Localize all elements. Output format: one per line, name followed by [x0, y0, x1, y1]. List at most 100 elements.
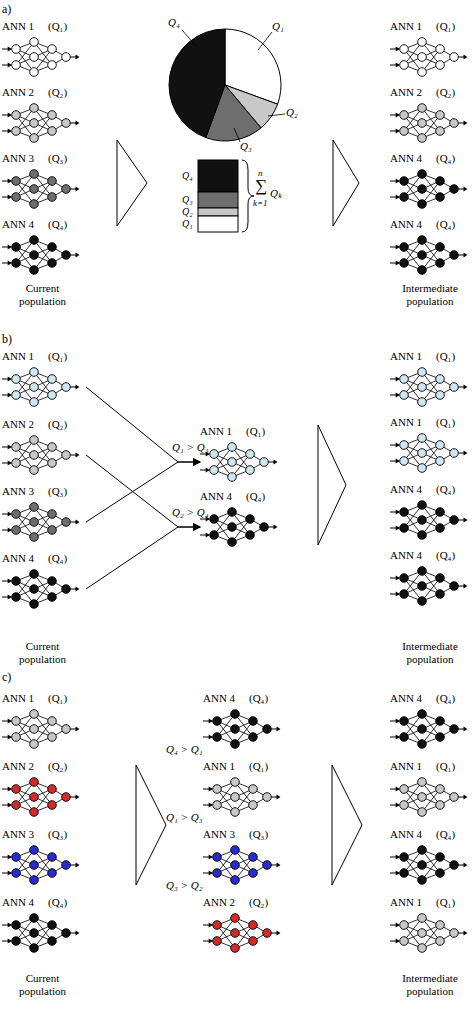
- neuron: [30, 266, 39, 275]
- neuron: [12, 593, 21, 602]
- neuron: [436, 61, 445, 70]
- neuron: [400, 524, 409, 533]
- neuron: [249, 921, 258, 930]
- neuron: [12, 61, 21, 70]
- arrow-head: [464, 451, 468, 456]
- neuron: [210, 531, 219, 540]
- neuron: [400, 733, 409, 742]
- network-name: ANN 4: [2, 218, 34, 231]
- neuron: [400, 391, 409, 400]
- arrow-head: [396, 393, 400, 398]
- fitness-label: (Q₄): [436, 692, 455, 705]
- neuron: [30, 533, 39, 542]
- ann-network: ANN 4(Q₄): [390, 828, 474, 888]
- arrow-head: [464, 863, 468, 868]
- ann-network: ANN 1(Q₁): [390, 760, 474, 820]
- annotation-label: k=1: [253, 198, 268, 208]
- arrow-head: [396, 47, 400, 52]
- neuron: [400, 61, 409, 70]
- network-name: ANN 2: [2, 760, 34, 773]
- neuron: [12, 111, 21, 120]
- arrow-head: [464, 385, 468, 390]
- ann-network: ANN 4(Q₄): [2, 896, 86, 956]
- fitness-label: (Q₄): [436, 828, 455, 841]
- arrow-head: [277, 727, 281, 732]
- neuron: [12, 869, 21, 878]
- arrow-head: [8, 445, 12, 450]
- neuron: [48, 193, 57, 202]
- neuron: [436, 193, 445, 202]
- ann-network: ANN 1(Q₁): [390, 350, 474, 410]
- network-name: ANN 1: [200, 425, 232, 438]
- neuron: [418, 398, 427, 407]
- arrow-head: [396, 803, 400, 808]
- arrow-head: [396, 129, 400, 134]
- arrow-head: [277, 863, 281, 868]
- arrow-head: [76, 587, 80, 592]
- neuron: [30, 808, 39, 817]
- arrow-head: [76, 727, 80, 732]
- arrow-head: [396, 179, 400, 184]
- neuron: [418, 808, 427, 817]
- neuron: [418, 516, 427, 525]
- neuron: [12, 375, 21, 384]
- neural-network: [203, 774, 281, 820]
- arrow-head: [209, 787, 213, 792]
- ann-network: ANN 3(Q₃): [2, 152, 86, 212]
- neuron: [418, 464, 427, 473]
- neuron: [400, 259, 409, 268]
- fitness-label: (Q₄): [246, 490, 265, 503]
- flow-chevron: [136, 765, 166, 885]
- arrow-head: [8, 595, 12, 600]
- neuron: [418, 251, 427, 260]
- neural-network: [390, 232, 468, 278]
- neuron: [400, 717, 409, 726]
- neural-network: [390, 364, 468, 410]
- arrow-head: [8, 377, 12, 382]
- neuron: [418, 383, 427, 392]
- neuron: [48, 853, 57, 862]
- arrow-head: [8, 803, 12, 808]
- curly-brace: [242, 160, 254, 232]
- fitness-label: (Q₄): [48, 896, 67, 909]
- neuron: [12, 785, 21, 794]
- arrow-head: [76, 453, 80, 458]
- neuron: [48, 577, 57, 586]
- flow-chevron: [332, 765, 362, 885]
- ann-network: ANN 4(Q₄): [2, 218, 86, 278]
- neuron: [418, 876, 427, 885]
- neuron: [62, 451, 71, 460]
- neuron: [12, 526, 21, 535]
- network-name: ANN 4: [200, 490, 232, 503]
- neural-network: [2, 364, 80, 410]
- neuron: [12, 243, 21, 252]
- neuron: [213, 853, 222, 862]
- neuron: [436, 801, 445, 810]
- neuron: [436, 457, 445, 466]
- flow-chevron: [318, 425, 346, 545]
- network-name: ANN 4: [203, 692, 235, 705]
- network-name: ANN 2: [2, 418, 34, 431]
- population-label: Current population: [5, 282, 80, 308]
- arrow-head: [396, 526, 400, 531]
- network-name: ANN 1: [390, 896, 422, 909]
- annotation-label: Q₃ > Q₂: [166, 879, 202, 892]
- neuron: [436, 937, 445, 946]
- arrow-head: [76, 121, 80, 126]
- neuron: [228, 523, 237, 532]
- arrow-head: [8, 579, 12, 584]
- neuron: [30, 466, 39, 475]
- neuron: [450, 793, 459, 802]
- neuron: [418, 531, 427, 540]
- neuron: [436, 524, 445, 533]
- network-name: ANN 1: [2, 20, 34, 33]
- neuron: [436, 391, 445, 400]
- neuron: [30, 251, 39, 260]
- fitness-label: (Q₄): [48, 552, 67, 565]
- arrow-head: [396, 939, 400, 944]
- neuron: [450, 449, 459, 458]
- ann-network: ANN 4(Q₄): [390, 218, 474, 278]
- network-name: ANN 4: [390, 692, 422, 705]
- network-name: ANN 4: [2, 552, 34, 565]
- annotation-label: Q₁ > Q₃: [172, 441, 208, 454]
